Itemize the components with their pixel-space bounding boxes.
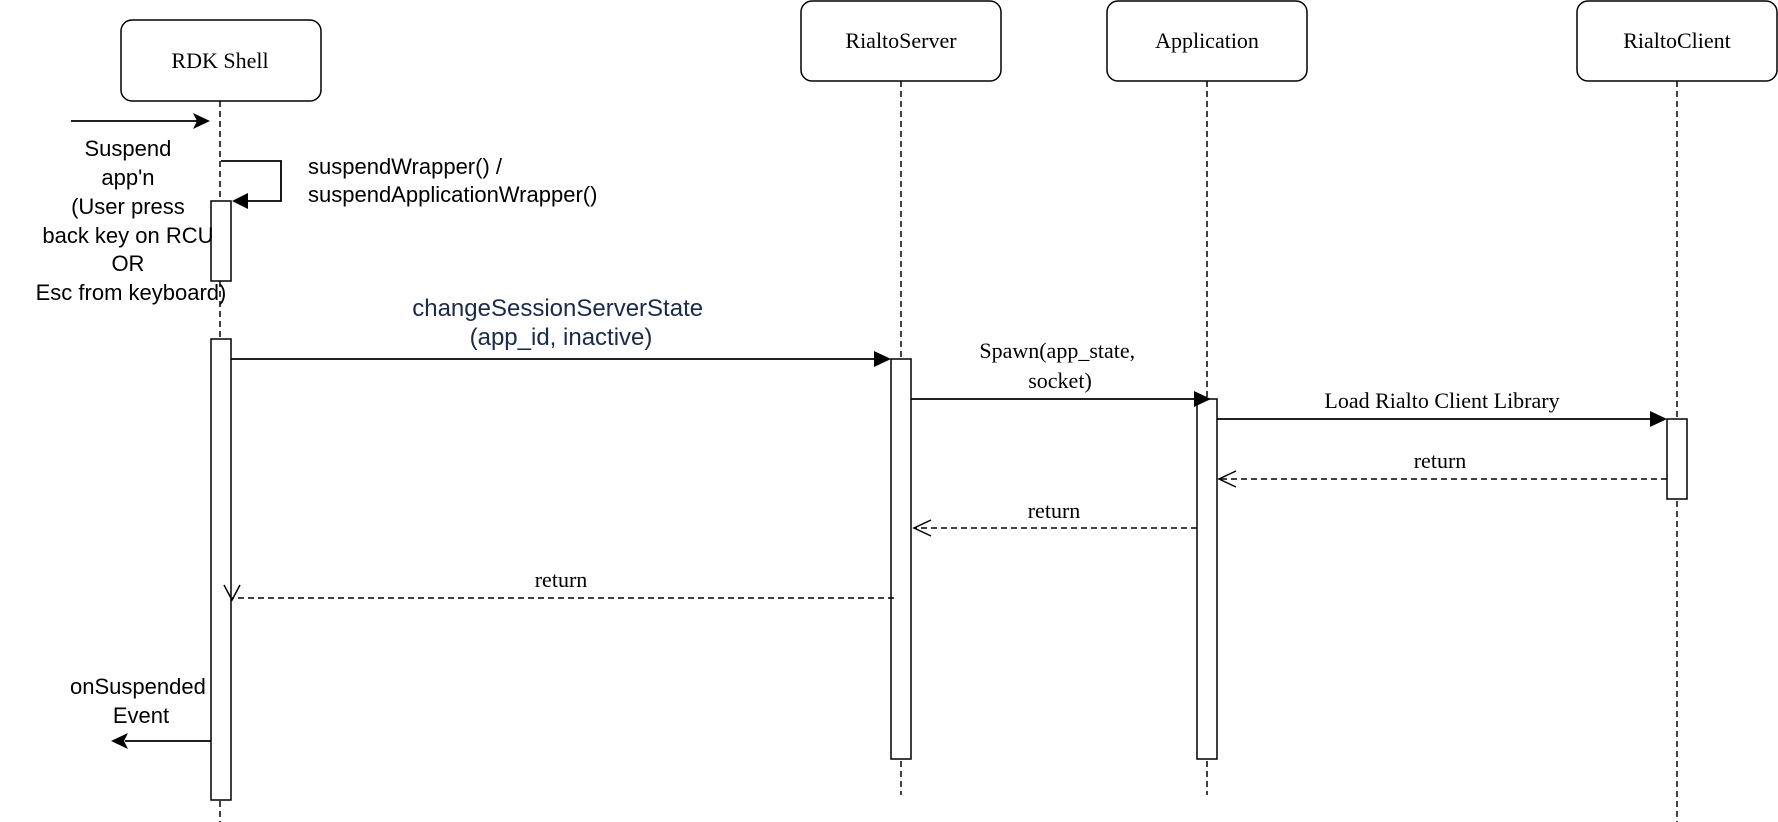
self-call-label-line-1: suspendWrapper() /	[308, 154, 503, 179]
change-state-arrow	[231, 351, 891, 367]
return-client-label: return	[1414, 448, 1467, 473]
activation-application	[1196, 398, 1218, 760]
on-suspended-label: onSuspended Event	[70, 674, 212, 728]
participant-rdk-shell: RDK Shell	[120, 19, 322, 102]
participant-rdk-shell-label: RDK Shell	[171, 48, 268, 73]
participant-rialto-client: RialtoClient	[1576, 0, 1778, 82]
suspend-trigger-line-2: app'n	[101, 165, 154, 190]
self-call-arrow	[221, 160, 282, 209]
return-app-arrow	[912, 519, 1197, 537]
suspend-trigger-line-5: OR	[111, 251, 144, 276]
return-server-arrow	[223, 584, 894, 602]
incoming-trigger-arrow	[71, 113, 210, 129]
on-suspended-label-line-2: Event	[113, 703, 169, 728]
self-call-label-line-2: suspendApplicationWrapper()	[308, 182, 597, 207]
suspend-trigger-line-6: Esc from keyboard)	[36, 280, 227, 305]
return-client-arrow	[1217, 470, 1667, 488]
spawn-label-line-2: socket)	[1028, 368, 1092, 393]
spawn-label: Spawn(app_state, socket)	[979, 338, 1140, 393]
activation-rialto-server	[890, 358, 912, 760]
on-suspended-label-line-1: onSuspended	[70, 674, 206, 699]
spawn-label-line-1: Spawn(app_state,	[979, 338, 1135, 363]
spawn-arrow	[911, 391, 1211, 407]
load-library-arrow	[1217, 411, 1667, 427]
participant-rialto-server: RialtoServer	[800, 0, 1002, 82]
return-app-label: return	[1028, 498, 1081, 523]
suspend-trigger-line-4: back key on RCU	[42, 223, 213, 248]
change-state-label: changeSessionServerState (app_id, inacti…	[412, 295, 710, 351]
participant-rialto-server-label: RialtoServer	[845, 28, 957, 53]
on-suspended-arrow	[111, 733, 211, 749]
suspend-trigger-line-1: Suspend	[85, 136, 172, 161]
participant-application-label: Application	[1155, 28, 1259, 53]
load-library-label: Load Rialto Client Library	[1324, 388, 1559, 413]
participant-rialto-client-label: RialtoClient	[1623, 28, 1731, 53]
suspend-trigger-note: Suspend app'n (User press back key on RC…	[36, 136, 227, 305]
suspend-trigger-line-3: (User press	[71, 194, 185, 219]
self-call-label: suspendWrapper() / suspendApplicationWra…	[308, 154, 597, 207]
activation-rdk-shell-main	[210, 338, 232, 801]
activation-rialto-client	[1666, 418, 1688, 500]
participant-application: Application	[1106, 0, 1308, 82]
return-server-label: return	[535, 567, 588, 592]
change-state-label-line-1: changeSessionServerState	[412, 295, 703, 322]
activation-rdk-shell-self	[210, 200, 232, 282]
change-state-label-line-2: (app_id, inactive)	[470, 324, 653, 351]
